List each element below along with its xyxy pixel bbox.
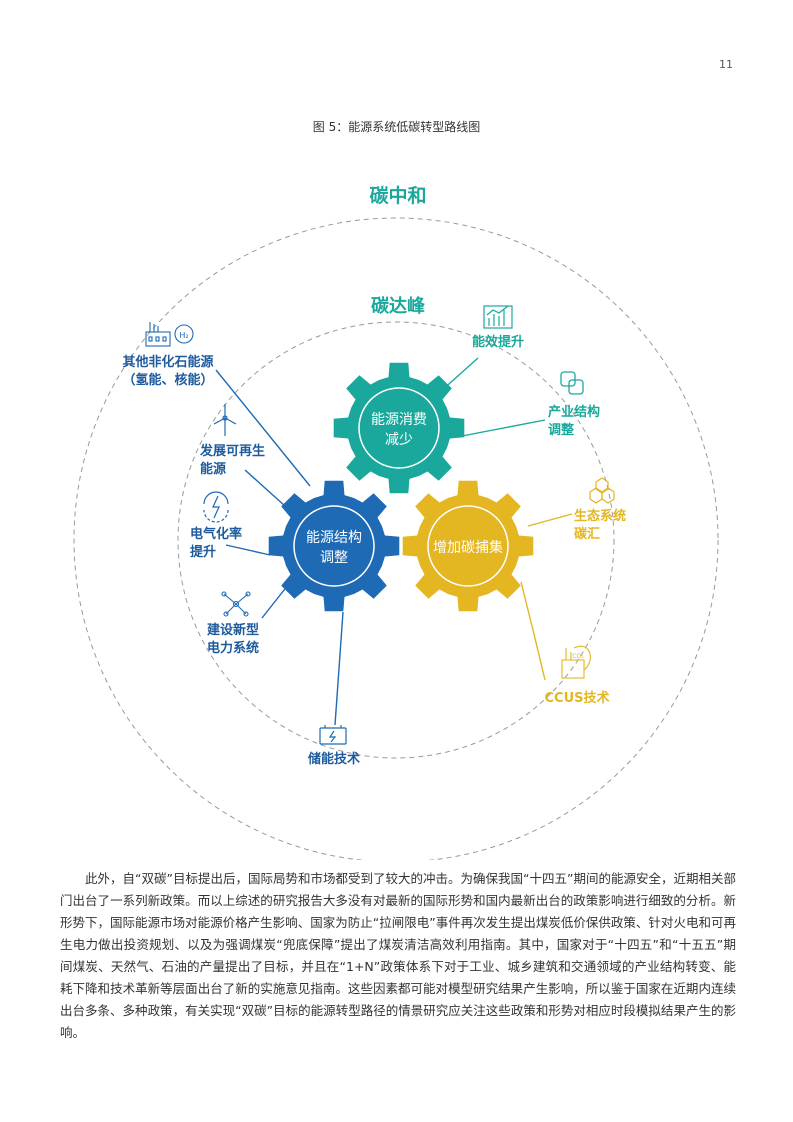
energy-consumption-gear-hole: [358, 387, 440, 469]
carbon-neutrality-circle: [73, 217, 719, 860]
connector-storage: [334, 611, 344, 726]
wind-turbine-icon: [213, 404, 237, 436]
renewable-label-2: 能源: [200, 461, 226, 477]
efficiency-label: 能效提升: [472, 334, 524, 350]
energy-structure-gear: [268, 480, 400, 612]
storage-label: 储能技术: [307, 751, 360, 767]
connector-powersystem: [261, 584, 289, 619]
industry-label-2: 调整: [548, 422, 575, 438]
renewable-label-1: 发展可再生: [199, 443, 265, 459]
energy-consumption-label-2: 减少: [385, 432, 413, 448]
electricity-cycle-icon: [203, 491, 229, 523]
connector-ccus: [520, 581, 546, 681]
carbon-neutrality-label: 碳中和: [369, 184, 426, 207]
factory-icon: [145, 322, 171, 347]
electrification-label-2: 提升: [190, 544, 216, 560]
connector-industry: [461, 419, 546, 437]
structure-blocks-icon: [560, 371, 584, 395]
energy-structure-label-2: 调整: [320, 550, 348, 566]
svg-text:H₂: H₂: [179, 331, 188, 340]
carbon-peak-circle: [177, 321, 615, 759]
connector-renewable: [244, 469, 286, 507]
carbon-capture-gear-hole: [427, 505, 509, 587]
connector-nonfossil: [215, 369, 311, 487]
energy-consumption-label-1: 能源消费: [371, 412, 427, 428]
co2-label: CO₂: [572, 653, 584, 660]
energy-structure-gear-hole: [293, 505, 375, 587]
carbon-peak-label: 碳达峰: [371, 295, 426, 317]
electrification-label-1: 电气化率: [190, 526, 242, 542]
ecosystem-label-2: 碳汇: [574, 526, 600, 542]
hydrogen-icon: H₂: [174, 324, 194, 344]
energy-consumption-gear: [333, 362, 465, 494]
industry-label-1: 产业结构: [548, 404, 600, 420]
powersystem-label-1: 建设新型: [207, 622, 259, 638]
power-network-icon: [221, 591, 251, 617]
ecosystem-hexagon-icon: [589, 477, 615, 504]
bar-chart-icon: [483, 305, 513, 329]
battery-icon: [319, 725, 347, 745]
connector-ecosystem: [527, 513, 573, 527]
figure-caption: 图 5：能源系统低碳转型路线图: [312, 120, 481, 134]
connector-lines: [215, 357, 573, 726]
page-number: 11: [719, 58, 733, 71]
energy-transition-diagram: 碳中和 碳达峰 能源消费 减少 增加碳捕集 能源结构 调整 能效提升 产业结构: [73, 184, 719, 860]
body-paragraph: 此外，自“双碳”目标提出后，国际局势和市场都受到了较大的冲击。为确保我国“十四五…: [60, 871, 736, 1040]
connector-electrification: [225, 544, 271, 556]
ccus-label: CCUS技术: [544, 690, 609, 706]
energy-structure-label-1: 能源结构: [306, 530, 362, 546]
nonfossil-label-1: 其他非化石能源: [122, 354, 213, 370]
ccus-plant-icon: [561, 645, 591, 679]
ecosystem-label-1: 生态系统: [574, 508, 626, 524]
carbon-capture-gear: [402, 480, 534, 612]
nonfossil-label-2: （氢能、核能）: [122, 372, 213, 388]
powersystem-label-2: 电力系统: [207, 640, 259, 656]
carbon-capture-label: 增加碳捕集: [433, 539, 503, 556]
